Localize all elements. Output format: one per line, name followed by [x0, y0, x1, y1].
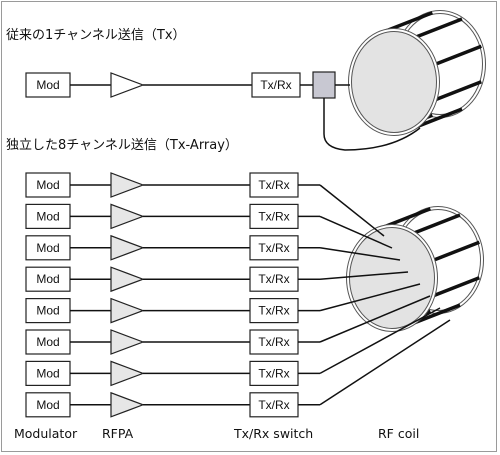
- array-rfpa-triangle: [110, 203, 145, 230]
- array-switch-box: [249, 298, 299, 324]
- array-rfpa-triangle: [110, 360, 145, 387]
- array-mod-box: [25, 203, 71, 229]
- array-wire-to-coil: [319, 215, 393, 249]
- array-switch-label: Tx/Rx: [258, 178, 289, 192]
- array-coil-front-ring-inner: [347, 225, 437, 331]
- array-rfpa-triangle: [110, 172, 145, 198]
- array-switch-label: Tx/Rx: [258, 209, 289, 223]
- array-rfpa-triangle: [110, 391, 145, 418]
- single-coil-front-ring-inner: [349, 29, 439, 135]
- array-mod-label: Mod: [36, 272, 59, 286]
- array-mod-label: Mod: [36, 366, 59, 380]
- single-mod-label: Mod: [36, 78, 59, 92]
- array-mod-box: [25, 235, 71, 261]
- array-wire-to-coil: [319, 307, 441, 375]
- single-switch-label: Tx/Rx: [260, 78, 291, 92]
- array-mod-label: Mod: [36, 209, 59, 223]
- modulator-label: Modulator: [14, 426, 78, 441]
- array-coil-rung: [432, 240, 480, 262]
- array-switch-label: Tx/Rx: [258, 398, 289, 412]
- array-switch-label: Tx/Rx: [258, 304, 289, 318]
- single-hybrid-box: [312, 71, 336, 99]
- single-coil-rung: [434, 80, 482, 102]
- single-channel-title: 従来の1チャンネル送信（Tx）: [6, 28, 186, 43]
- array-wire-to-coil: [319, 271, 409, 280]
- array-coil-rung: [413, 213, 461, 235]
- array-switch-label: Tx/Rx: [258, 366, 289, 380]
- array-mod-box: [25, 266, 71, 292]
- array-wire-to-coil: [319, 295, 431, 343]
- array-rfpa-triangle: [110, 234, 145, 261]
- array-rf-coil: [346, 206, 484, 332]
- array-rfpa-triangle: [110, 329, 145, 355]
- single-coil-rung: [385, 11, 433, 33]
- single-coil-rung: [415, 107, 463, 129]
- array-coil-rung: [383, 207, 431, 229]
- array-mod-label: Mod: [36, 304, 59, 318]
- array-switch-label: Tx/Rx: [258, 272, 289, 286]
- array-mod-box: [25, 172, 71, 198]
- array-switch-box: [249, 266, 299, 292]
- array-mod-box: [25, 329, 71, 355]
- array-coil-rung: [432, 276, 480, 298]
- array-wire-to-coil: [319, 247, 401, 261]
- array-rfpa-triangle: [110, 266, 145, 293]
- array-mod-box: [25, 392, 71, 418]
- array-mod-label: Mod: [36, 178, 59, 192]
- array-mod-box: [25, 298, 71, 324]
- array-wire-to-coil: [319, 283, 421, 312]
- array-mod-label: Mod: [36, 398, 59, 412]
- single-switch-box: [251, 72, 301, 98]
- single-rf-coil: [348, 10, 486, 136]
- single-mod-box: [25, 72, 71, 98]
- array-switch-label: Tx/Rx: [258, 335, 289, 349]
- switch-label: Tx/Rx switch: [234, 426, 314, 441]
- array-wire-to-coil: [319, 184, 385, 237]
- array-mod-box: [25, 360, 71, 386]
- single-coil-rung: [434, 44, 482, 66]
- array-switch-box: [249, 203, 299, 229]
- array-mod-label: Mod: [36, 241, 59, 255]
- array-rfpa-triangle: [110, 297, 145, 324]
- rf-coil-label: RF coil: [378, 426, 420, 441]
- array-wire-to-coil: [319, 319, 451, 406]
- single-rfpa-triangle: [110, 72, 145, 98]
- array-mod-label: Mod: [36, 335, 59, 349]
- array-coil-rung: [413, 303, 461, 325]
- single-coil-rung: [415, 17, 463, 39]
- array-channel-title: 独立した8チャンネル送信（Tx-Array）: [6, 138, 238, 153]
- array-switch-box: [249, 172, 299, 198]
- rfpa-label: RFPA: [102, 426, 134, 441]
- array-switch-label: Tx/Rx: [258, 241, 289, 255]
- array-switch-box: [249, 329, 299, 355]
- single-wire-hybrid-coil-return: [323, 98, 421, 151]
- array-switch-box: [249, 235, 299, 261]
